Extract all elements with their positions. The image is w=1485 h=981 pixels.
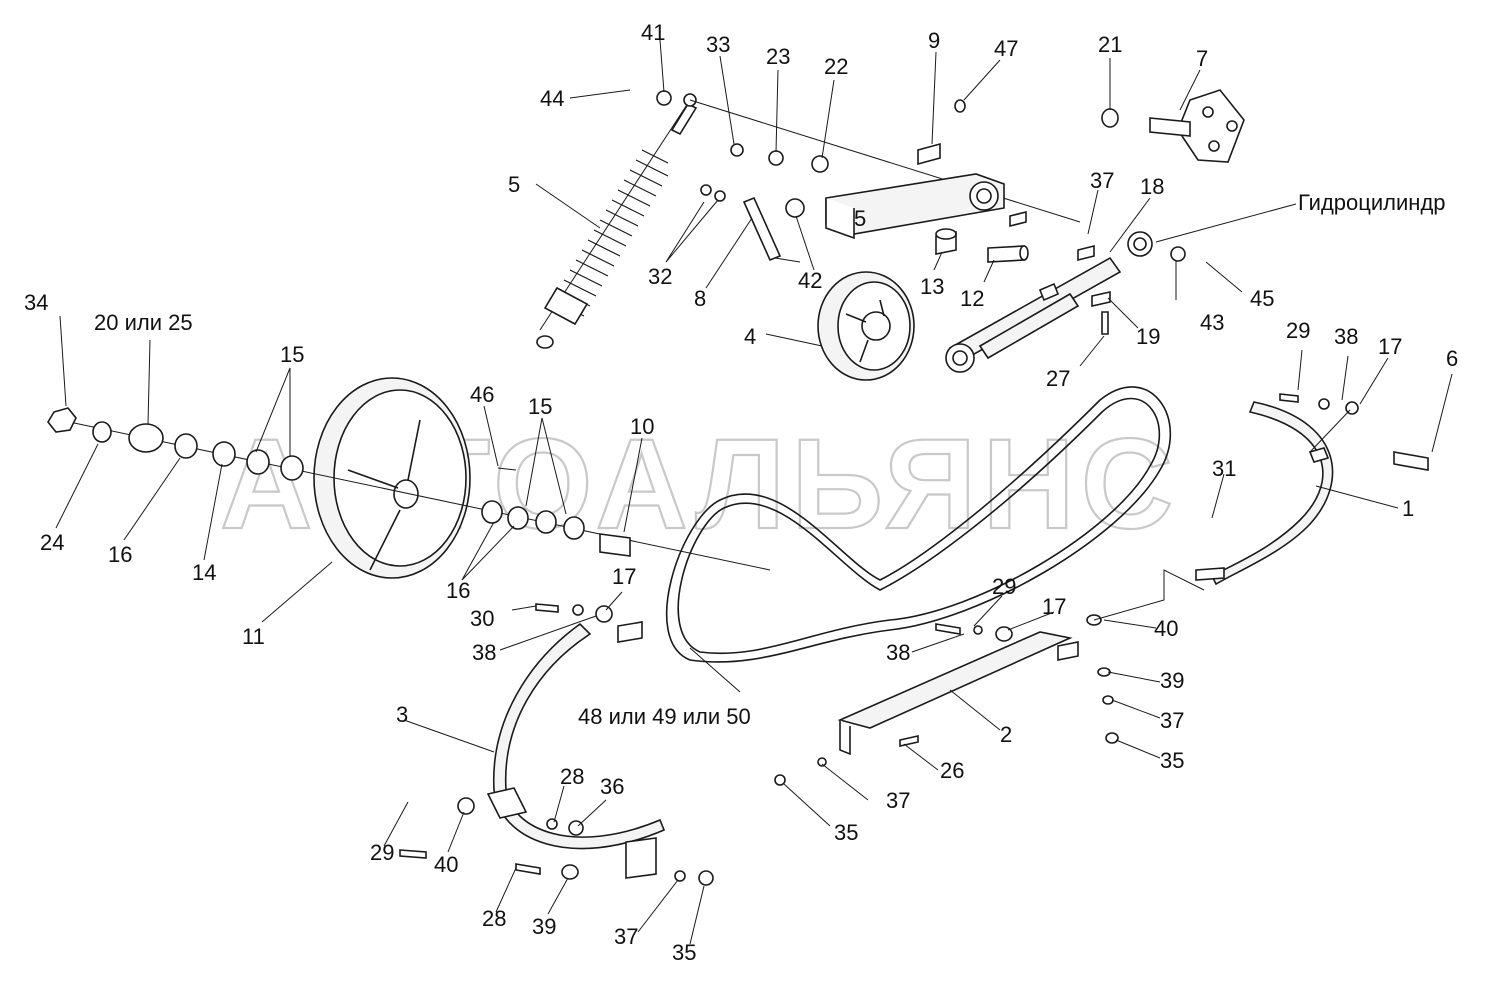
label-24: 24	[40, 530, 64, 555]
label-37-right: 37	[1160, 708, 1184, 733]
label-35-left: 35	[672, 940, 696, 965]
bushings	[935, 228, 1029, 263]
label-8: 8	[694, 286, 706, 311]
label-19: 19	[1136, 324, 1160, 349]
label-34: 34	[24, 290, 48, 315]
left-washer-stack	[47, 407, 631, 557]
lever-arm	[742, 196, 801, 263]
drive-pulley	[59, 377, 771, 579]
label-29-left: 29	[370, 840, 394, 865]
label-16-left: 16	[108, 542, 132, 567]
label-37-mid: 37	[886, 788, 910, 813]
label-9: 9	[928, 28, 940, 53]
label-31: 31	[1212, 456, 1236, 481]
label-5-spring: 5	[508, 172, 520, 197]
tension-spring	[536, 93, 698, 349]
label-hydro: Гидроцилиндр	[1298, 190, 1446, 215]
label-46: 46	[470, 382, 494, 407]
label-33: 33	[706, 32, 730, 57]
label-44: 44	[540, 86, 564, 111]
label-17-lower: 17	[1042, 594, 1066, 619]
label-17-mid: 17	[612, 564, 636, 589]
drive-belt	[665, 386, 1172, 663]
label-5-lever: 5	[854, 206, 866, 231]
label-28-lower: 28	[482, 906, 506, 931]
leader-lines	[55, 39, 1453, 945]
label-30: 30	[470, 606, 494, 631]
label-16-right: 16	[446, 578, 470, 603]
flange-shaft	[1149, 89, 1245, 163]
label-27: 27	[1046, 366, 1070, 391]
label-22: 22	[824, 54, 848, 79]
label-36: 36	[600, 774, 624, 799]
label-1: 1	[1402, 496, 1414, 521]
part-labels: 41 44 33 23 22 9 47 21 7 5 5 37 18 Гидро…	[24, 20, 1458, 965]
label-26: 26	[940, 758, 964, 783]
hydraulic-cylinder	[945, 231, 1153, 373]
label-38-right: 38	[1334, 324, 1358, 349]
label-4: 4	[744, 324, 756, 349]
label-18: 18	[1140, 174, 1164, 199]
label-12: 12	[960, 286, 984, 311]
label-21: 21	[1098, 32, 1122, 57]
bracket-1	[1195, 393, 1429, 586]
label-37-upper: 37	[1090, 168, 1114, 193]
label-28-upper: 28	[560, 764, 584, 789]
label-17-right: 17	[1378, 334, 1402, 359]
label-13: 13	[920, 274, 944, 299]
upper-hardware	[656, 90, 1186, 262]
label-23: 23	[766, 44, 790, 69]
label-15-right: 15	[528, 394, 552, 419]
label-38-mid: 38	[472, 640, 496, 665]
bracket-3	[399, 603, 827, 886]
label-41: 41	[641, 20, 665, 45]
label-15-left: 15	[280, 342, 304, 367]
label-35-right: 35	[1160, 748, 1184, 773]
label-10: 10	[630, 414, 654, 439]
label-29-mid: 29	[992, 574, 1016, 599]
label-37-left: 37	[614, 924, 638, 949]
label-47: 47	[994, 36, 1018, 61]
label-2: 2	[1000, 722, 1012, 747]
label-14: 14	[192, 560, 216, 585]
tensioner-lever	[689, 99, 1081, 240]
label-11: 11	[242, 624, 265, 649]
label-43: 43	[1200, 310, 1224, 335]
label-39-left: 39	[532, 914, 556, 939]
label-38-lower: 38	[886, 640, 910, 665]
label-35-mid: 35	[834, 820, 858, 845]
label-40-right: 40	[1154, 616, 1178, 641]
label-48-or-49-or-50: 48 или 49 или 50	[578, 704, 751, 729]
label-39-right: 39	[1160, 668, 1184, 693]
label-3: 3	[396, 702, 408, 727]
label-32: 32	[648, 264, 672, 289]
label-42: 42	[798, 268, 822, 293]
label-29-right: 29	[1286, 318, 1310, 343]
bracket-2	[837, 569, 1205, 756]
label-40-left: 40	[434, 852, 458, 877]
label-6: 6	[1446, 346, 1458, 371]
label-45: 45	[1250, 286, 1274, 311]
label-7: 7	[1196, 46, 1208, 71]
idler-pulley	[817, 271, 915, 381]
label-20-or-25: 20 или 25	[94, 310, 193, 335]
